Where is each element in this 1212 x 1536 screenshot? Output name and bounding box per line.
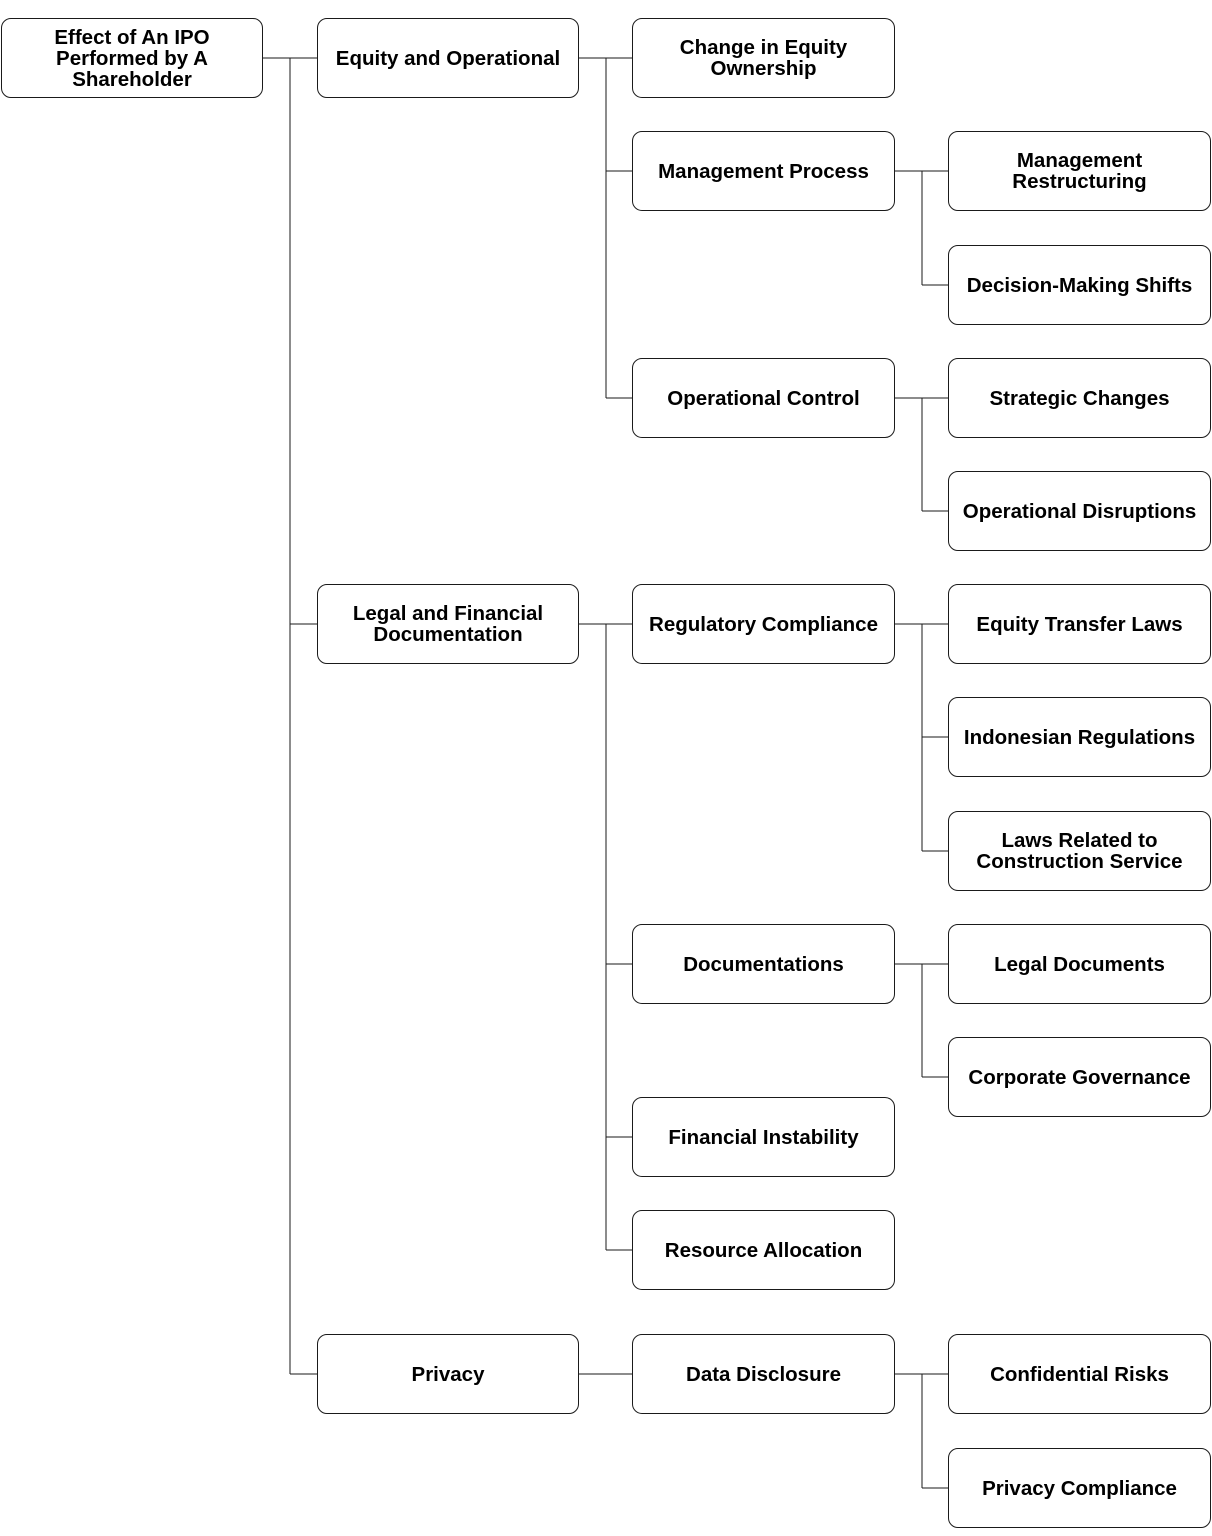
node-management-process: Management Process bbox=[632, 131, 895, 211]
node-decision-making-label: Decision-Making Shifts bbox=[966, 273, 1193, 297]
node-operational-control: Operational Control bbox=[632, 358, 895, 438]
node-management-process-label: Management Process bbox=[658, 159, 869, 183]
node-equity-transfer-laws-label: Equity Transfer Laws bbox=[976, 612, 1183, 636]
node-decision-making: Decision-Making Shifts bbox=[948, 245, 1211, 325]
node-equity-operational-label: Equity and Operational bbox=[335, 46, 561, 70]
node-corporate-governance-label: Corporate Governance bbox=[968, 1065, 1191, 1089]
node-resource-allocation: Resource Allocation bbox=[632, 1210, 895, 1290]
node-legal-documents-label: Legal Documents bbox=[994, 952, 1165, 976]
node-documentations-label: Documentations bbox=[683, 952, 844, 976]
node-operational-control-label: Operational Control bbox=[667, 386, 860, 410]
node-strategic-changes-label: Strategic Changes bbox=[989, 386, 1170, 410]
node-data-disclosure-label: Data Disclosure bbox=[686, 1362, 841, 1386]
node-regulatory-compliance-label: Regulatory Compliance bbox=[649, 612, 878, 636]
node-construction-laws: Laws Related to Construction Service bbox=[948, 811, 1211, 891]
node-root-label: Effect of An IPO Performed by A Sharehol… bbox=[54, 25, 210, 91]
node-privacy: Privacy bbox=[317, 1334, 579, 1414]
node-indonesian-regulations-label: Indonesian Regulations bbox=[963, 725, 1196, 749]
node-equity-operational: Equity and Operational bbox=[317, 18, 579, 98]
node-corporate-governance: Corporate Governance bbox=[948, 1037, 1211, 1117]
node-strategic-changes: Strategic Changes bbox=[948, 358, 1211, 438]
node-operational-disruptions: Operational Disruptions bbox=[948, 471, 1211, 551]
node-operational-disruptions-label: Operational Disruptions bbox=[962, 499, 1197, 523]
node-root: Effect of An IPO Performed by A Sharehol… bbox=[1, 18, 263, 98]
node-confidential-risks-label: Confidential Risks bbox=[990, 1362, 1169, 1386]
node-confidential-risks: Confidential Risks bbox=[948, 1334, 1211, 1414]
node-documentations: Documentations bbox=[632, 924, 895, 1004]
node-privacy-compliance: Privacy Compliance bbox=[948, 1448, 1211, 1528]
node-legal-financial: Legal and Financial Documentation bbox=[317, 584, 579, 664]
node-privacy-label: Privacy bbox=[411, 1362, 485, 1386]
node-regulatory-compliance: Regulatory Compliance bbox=[632, 584, 895, 664]
node-change-equity-label: Change in Equity Ownership bbox=[679, 36, 848, 80]
node-legal-financial-label: Legal and Financial Documentation bbox=[352, 602, 544, 646]
node-change-equity: Change in Equity Ownership bbox=[632, 18, 895, 98]
node-management-restructuring: Management Restructuring bbox=[948, 131, 1211, 211]
node-management-restructuring-label: Management Restructuring bbox=[1012, 149, 1147, 193]
node-data-disclosure: Data Disclosure bbox=[632, 1334, 895, 1414]
node-financial-instability: Financial Instability bbox=[632, 1097, 895, 1177]
node-resource-allocation-label: Resource Allocation bbox=[664, 1238, 863, 1262]
node-financial-instability-label: Financial Instability bbox=[668, 1125, 859, 1149]
node-construction-laws-label: Laws Related to Construction Service bbox=[976, 829, 1183, 873]
node-indonesian-regulations: Indonesian Regulations bbox=[948, 697, 1211, 777]
node-legal-documents: Legal Documents bbox=[948, 924, 1211, 1004]
node-equity-transfer-laws: Equity Transfer Laws bbox=[948, 584, 1211, 664]
node-privacy-compliance-label: Privacy Compliance bbox=[982, 1476, 1177, 1500]
